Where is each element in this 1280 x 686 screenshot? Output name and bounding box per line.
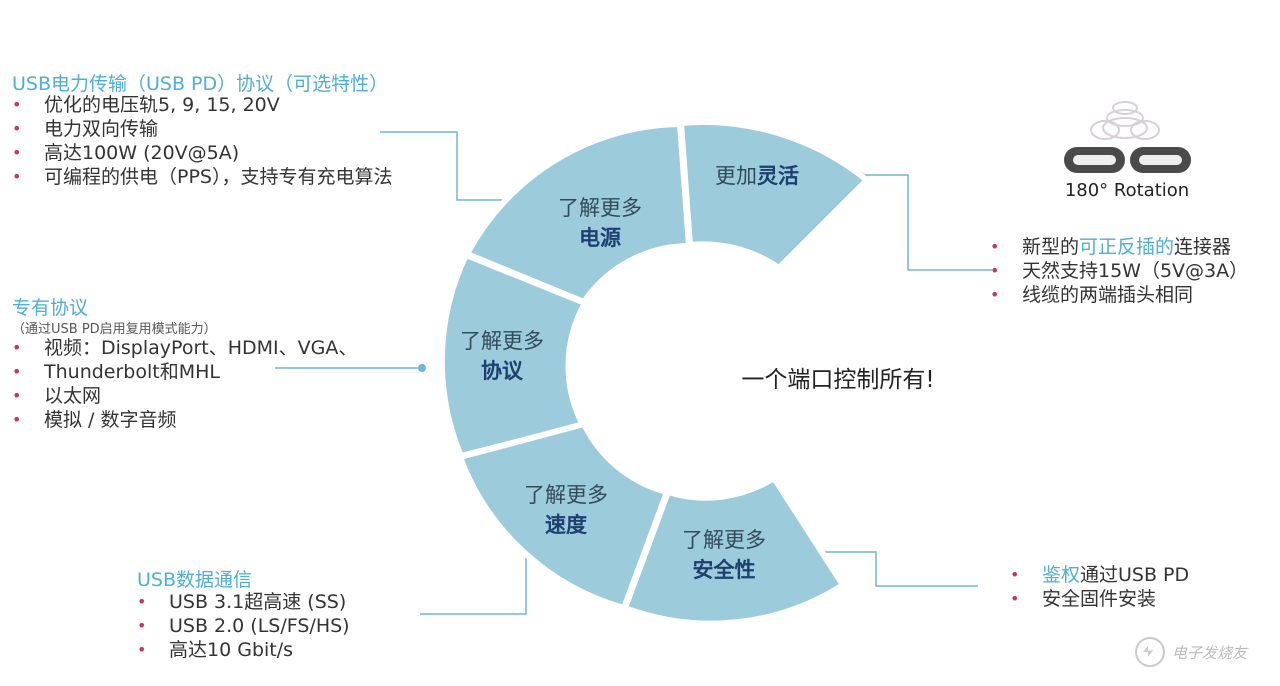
- connector-flex: [836, 174, 992, 271]
- power-item: 可编程的供电（PPS），支持专有充电算法: [12, 165, 392, 189]
- security-item: 安全固件安装: [1010, 587, 1189, 611]
- power-item: 高达100W (20V@5A): [12, 141, 392, 165]
- segment-security-learn: 了解更多: [682, 528, 766, 552]
- connector-power: [380, 131, 535, 201]
- security-item: 鉴权通过USB PD: [1010, 563, 1189, 587]
- segment-protocol-learn: 了解更多: [460, 329, 544, 353]
- security-item-post: 通过USB PD: [1080, 564, 1190, 586]
- security-list: 鉴权通过USB PD 安全固件安装: [1010, 563, 1189, 611]
- segment-speed: [456, 420, 671, 612]
- watermark-text: 电子发烧友: [1172, 644, 1249, 662]
- data-item: USB 3.1超高速 (SS): [137, 590, 350, 614]
- flex-item-post: 连接器: [1174, 236, 1232, 258]
- data-item: 高达10 Gbit/s: [137, 638, 350, 662]
- center-title: 一个端口控制所有!: [741, 367, 934, 393]
- flex-item: 天然支持15W（5V@3A）: [990, 259, 1248, 283]
- flex-item-highlight: 可正反插的: [1079, 236, 1175, 258]
- watermark-logo: 电子发烧友: [1135, 637, 1249, 667]
- connector-security: [805, 551, 978, 587]
- segment-power-learn: 了解更多: [558, 196, 642, 220]
- flex-item-pre: 天然支持15W（5V@3A）: [1022, 260, 1249, 282]
- protocol-item: 模拟 / 数字音频: [12, 408, 357, 432]
- segment-security-label: 安全性: [693, 558, 756, 582]
- segment-power: [462, 120, 693, 306]
- power-list: 优化的电压轨5, 9, 15, 20V 电力双向传输 高达100W (20V@5…: [12, 93, 392, 189]
- segment-protocol-label: 协议: [481, 359, 524, 383]
- protocol-note: （通过USB PD启用复用模式能力）: [12, 322, 217, 337]
- protocol-title: 专有协议: [12, 297, 89, 319]
- segment-power-label: 电源: [579, 226, 621, 250]
- flex-list: 新型的可正反插的连接器 天然支持15W（5V@3A） 线缆的两端插头相同: [990, 235, 1248, 307]
- protocol-list: 视频：DisplayPort、HDMI、VGA、 Thunderbolt和MHL…: [12, 336, 357, 432]
- flex-item: 新型的可正反插的连接器: [990, 235, 1248, 259]
- flex-item: 线缆的两端插头相同: [990, 283, 1248, 307]
- rotation-label: 180° Rotation: [1065, 180, 1189, 201]
- segment-flex-label: 更加灵活: [715, 164, 799, 188]
- connector-dot-protocol: [418, 364, 426, 372]
- protocol-item: Thunderbolt和MHL: [12, 360, 357, 384]
- segment-speed-label: 速度: [545, 513, 587, 537]
- segment-flex-bold: 灵活: [757, 164, 799, 188]
- data-list: USB 3.1超高速 (SS) USB 2.0 (LS/FS/HS) 高达10 …: [137, 590, 350, 662]
- security-item-highlight: 鉴权: [1042, 564, 1081, 586]
- flex-item-pre: 线缆的两端插头相同: [1022, 284, 1194, 306]
- power-title: USB电力传输（USB PD）协议（可选特性）: [12, 73, 389, 95]
- segment-speed-learn: 了解更多: [524, 483, 608, 507]
- power-item: 电力双向传输: [12, 117, 392, 141]
- protocol-item: 视频：DisplayPort、HDMI、VGA、: [12, 336, 357, 360]
- protocol-item: 以太网: [12, 384, 357, 408]
- connector-speed: [420, 545, 527, 615]
- segment-flex-pre: 更加: [715, 164, 757, 188]
- segment-flex: [677, 119, 872, 272]
- usb-c-rotation-icon: [1064, 101, 1191, 173]
- data-title: USB数据通信: [137, 569, 253, 591]
- power-item: 优化的电压轨5, 9, 15, 20V: [12, 93, 392, 117]
- flex-item-pre: 新型的: [1022, 236, 1080, 258]
- data-item: USB 2.0 (LS/FS/HS): [137, 614, 350, 638]
- security-item-pre: 安全固件安装: [1042, 588, 1157, 610]
- segment-security: [621, 473, 848, 627]
